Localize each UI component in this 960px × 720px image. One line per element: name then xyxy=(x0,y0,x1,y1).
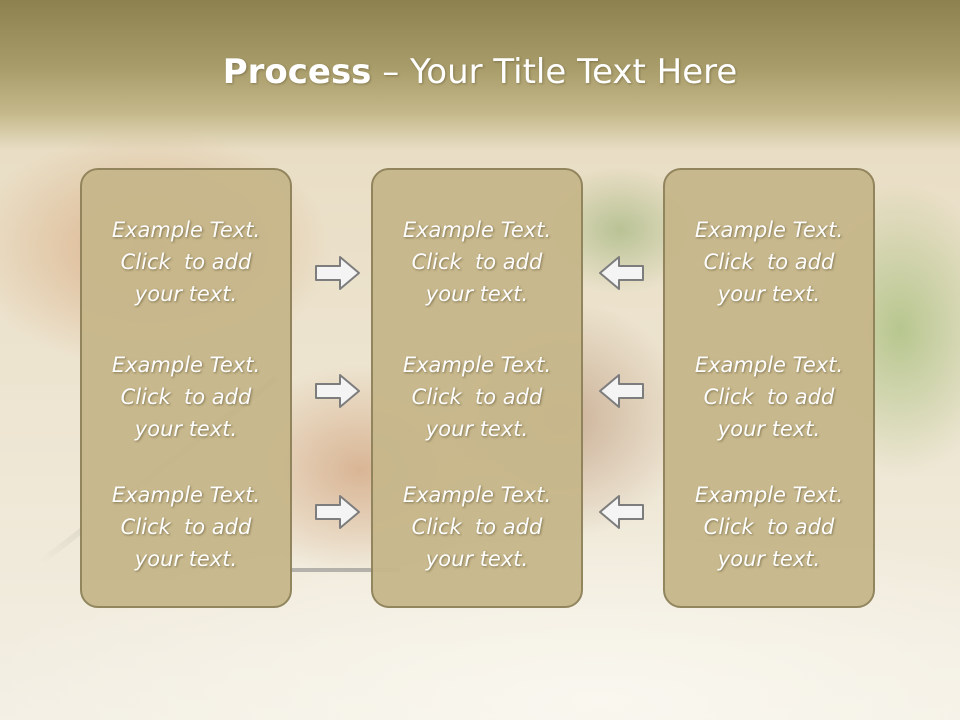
text-box-right[interactable]: Example Text. Click to add your text. Ex… xyxy=(663,168,875,608)
placeholder-text[interactable]: Example Text. Click to add your text. xyxy=(82,214,290,310)
right-arrow-icon[interactable] xyxy=(314,253,362,293)
entry-line: Example Text. xyxy=(694,218,844,242)
entry-line: Click to add xyxy=(120,250,252,274)
entry-line: your text. xyxy=(717,417,821,441)
entry-line: your text. xyxy=(717,547,821,571)
placeholder-text[interactable]: Example Text. Click to add your text. xyxy=(665,214,873,310)
title-rest: – Your Title Text Here xyxy=(371,52,738,92)
entry-line: Example Text. xyxy=(111,483,261,507)
entry-line: your text. xyxy=(134,547,238,571)
entry-line: your text. xyxy=(425,417,529,441)
entry-line: Click to add xyxy=(703,515,835,539)
placeholder-text[interactable]: Example Text. Click to add your text. xyxy=(665,479,873,575)
placeholder-text[interactable]: Example Text. Click to add your text. xyxy=(373,349,581,445)
entry-line: Example Text. xyxy=(111,353,261,377)
entry-line: Example Text. xyxy=(694,353,844,377)
entry-line: Click to add xyxy=(411,250,543,274)
right-arrow-icon[interactable] xyxy=(314,492,362,532)
entry-line: Click to add xyxy=(703,385,835,409)
entry-line: your text. xyxy=(425,282,529,306)
text-box-left[interactable]: Example Text. Click to add your text. Ex… xyxy=(80,168,292,608)
slide-title[interactable]: Process – Your Title Text Here xyxy=(0,52,960,92)
placeholder-text[interactable]: Example Text. Click to add your text. xyxy=(82,479,290,575)
entry-line: Example Text. xyxy=(694,483,844,507)
left-arrow-icon[interactable] xyxy=(597,371,645,411)
entry-line: Click to add xyxy=(411,385,543,409)
placeholder-text[interactable]: Example Text. Click to add your text. xyxy=(373,214,581,310)
entry-line: Example Text. xyxy=(402,483,552,507)
entry-line: your text. xyxy=(134,282,238,306)
entry-line: your text. xyxy=(134,417,238,441)
fork-tine xyxy=(290,568,400,572)
entry-line: your text. xyxy=(717,282,821,306)
entry-line: Click to add xyxy=(411,515,543,539)
entry-line: Example Text. xyxy=(402,353,552,377)
entry-line: Click to add xyxy=(703,250,835,274)
left-arrow-icon[interactable] xyxy=(597,492,645,532)
placeholder-text[interactable]: Example Text. Click to add your text. xyxy=(665,349,873,445)
entry-line: your text. xyxy=(425,547,529,571)
entry-line: Click to add xyxy=(120,515,252,539)
right-arrow-icon[interactable] xyxy=(314,371,362,411)
placeholder-text[interactable]: Example Text. Click to add your text. xyxy=(373,479,581,575)
placeholder-text[interactable]: Example Text. Click to add your text. xyxy=(82,349,290,445)
title-strong: Process xyxy=(222,52,372,92)
header-band xyxy=(0,0,960,150)
entry-line: Click to add xyxy=(120,385,252,409)
text-box-center[interactable]: Example Text. Click to add your text. Ex… xyxy=(371,168,583,608)
entry-line: Example Text. xyxy=(402,218,552,242)
entry-line: Example Text. xyxy=(111,218,261,242)
left-arrow-icon[interactable] xyxy=(597,253,645,293)
